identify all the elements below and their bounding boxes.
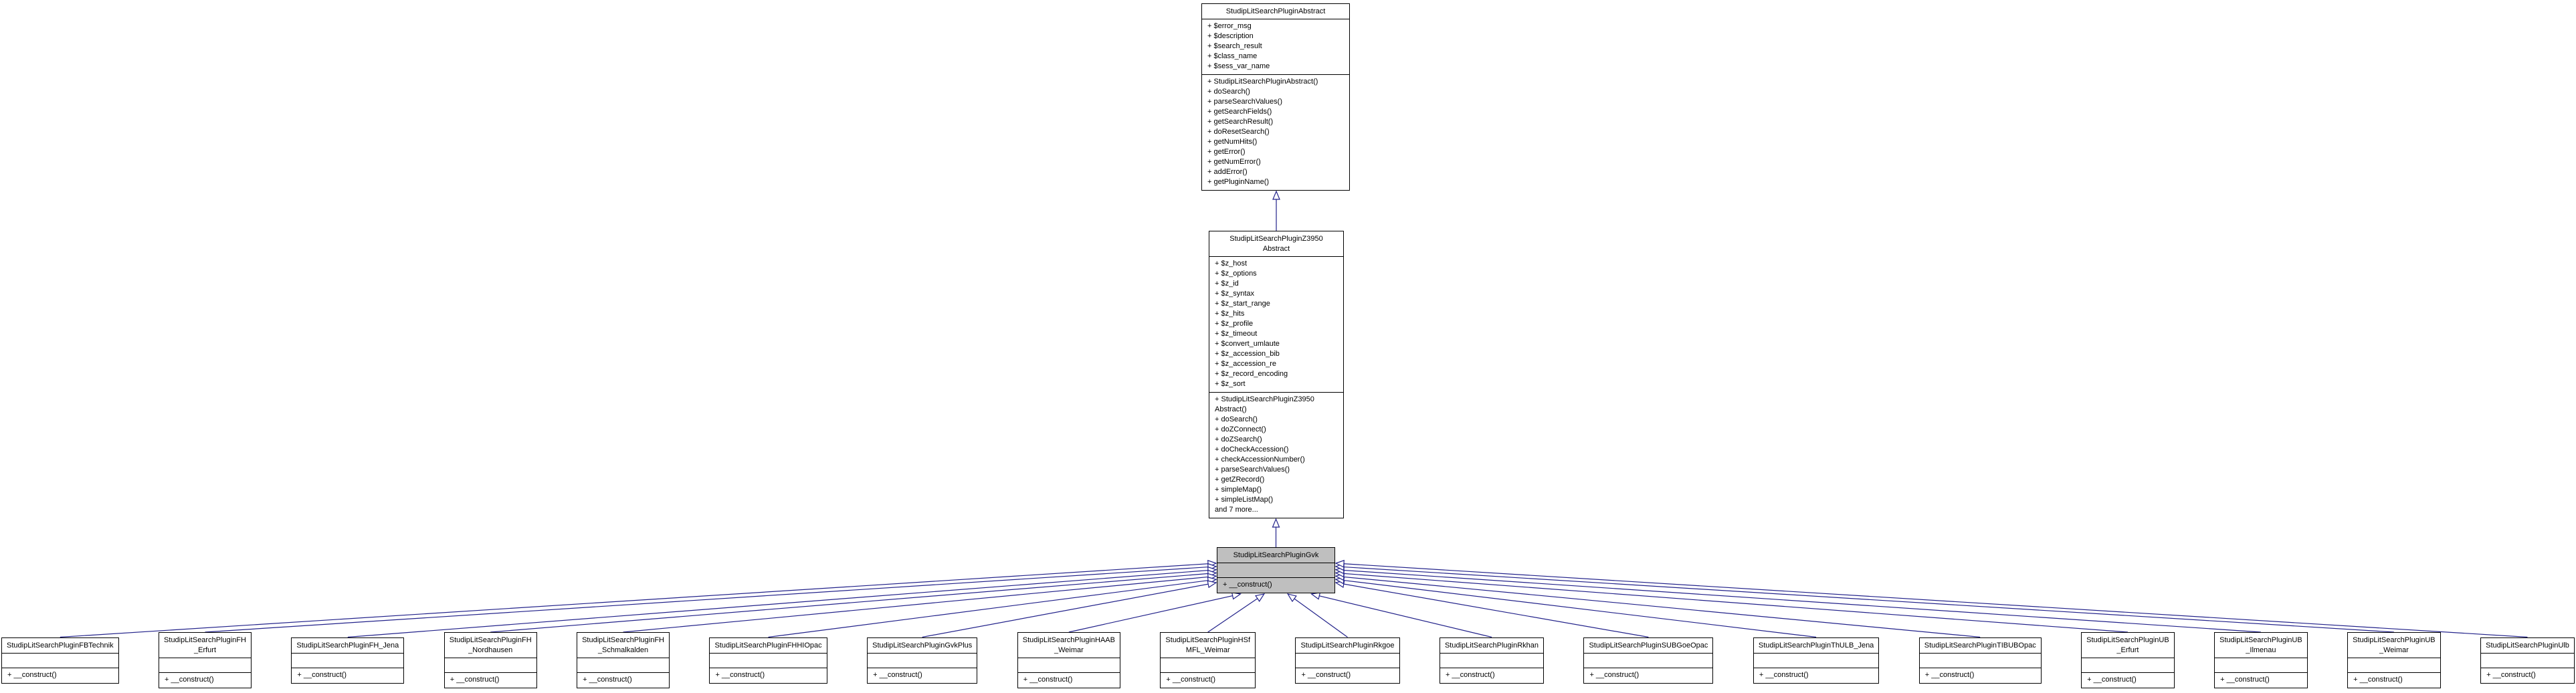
- class-title: StudipLitSearchPluginAbstract: [1225, 7, 1326, 15]
- class-title: StudipLitSearchPluginTIBUBOpac: [1924, 641, 2036, 650]
- class-attributes-empty: [2, 652, 118, 668]
- class-title: StudipLitSearchPluginThULB_Jena: [1758, 641, 1874, 650]
- class-methods: + __construct(): [1753, 667, 1879, 683]
- class-title: StudipLitSearchPluginUlb: [2486, 641, 2569, 650]
- class-title: StudipLitSearchPluginGvkPlus: [872, 641, 973, 650]
- class-attributes-empty: [159, 658, 251, 672]
- class-title: StudipLitSearchPluginRkhan: [1444, 641, 1539, 650]
- class-box-derived-7[interactable]: StudipLitSearchPluginHAAB _Weimar + __co…: [1017, 632, 1120, 688]
- class-title: StudipLitSearchPluginUB _Ilmenau: [2219, 636, 2302, 654]
- class-methods: + __construct(): [1217, 577, 1334, 593]
- class-methods: + __construct(): [1919, 667, 2041, 683]
- class-methods: + __construct(): [2215, 672, 2307, 688]
- class-attributes-empty: [2481, 652, 2574, 668]
- class-methods: + __construct(): [868, 667, 977, 683]
- class-box-derived-2[interactable]: StudipLitSearchPluginFH_Jena + __constru…: [291, 637, 405, 684]
- class-attributes-empty: [577, 658, 669, 672]
- class-box-derived-17[interactable]: StudipLitSearchPluginUlb + __construct(): [2480, 637, 2575, 684]
- class-methods: + __construct(): [444, 672, 536, 688]
- class-attributes-empty: [2082, 658, 2174, 672]
- class-methods: + __construct(): [1440, 667, 1543, 683]
- class-attributes-empty: [444, 658, 536, 672]
- class-title: StudipLitSearchPluginSUBGoeOpac: [1589, 641, 1708, 650]
- class-attributes-empty: [1919, 652, 2041, 668]
- class-title: StudipLitSearchPluginGvk: [1233, 551, 1319, 559]
- class-methods: + __construct(): [159, 672, 251, 688]
- class-methods: + __construct(): [1161, 672, 1255, 688]
- class-box-derived-13[interactable]: StudipLitSearchPluginTIBUBOpac + __const…: [1918, 637, 2042, 684]
- class-methods: + __construct(): [710, 667, 827, 683]
- class-attributes-empty: [292, 652, 404, 668]
- class-box-derived-3[interactable]: StudipLitSearchPluginFH _Nordhausen + __…: [443, 632, 537, 688]
- class-title: StudipLitSearchPluginFH _Erfurt: [164, 636, 246, 654]
- class-box-derived-10[interactable]: StudipLitSearchPluginRkhan + __construct…: [1439, 637, 1544, 684]
- class-box-derived-8[interactable]: StudipLitSearchPluginHSf MFL_Weimar + __…: [1160, 632, 1256, 688]
- class-methods: + __construct(): [577, 672, 669, 688]
- class-box-gvk[interactable]: StudipLitSearchPluginGvk + __construct(): [1217, 547, 1335, 593]
- class-methods: + __construct(): [2, 667, 118, 683]
- class-box-derived-12[interactable]: StudipLitSearchPluginThULB_Jena + __cons…: [1753, 637, 1880, 684]
- class-box-derived-14[interactable]: StudipLitSearchPluginUB _Erfurt + __cons…: [2081, 632, 2175, 688]
- class-title: StudipLitSearchPluginUB _Weimar: [2353, 636, 2436, 654]
- derived-classes-row: StudipLitSearchPluginFBTechnik + __const…: [1, 631, 2575, 689]
- class-title: StudipLitSearchPluginHAAB _Weimar: [1022, 636, 1115, 654]
- class-box-z3950[interactable]: StudipLitSearchPluginZ3950 Abstract + $z…: [1209, 231, 1344, 518]
- class-attributes: + $z_host + $z_options + $z_id + $z_synt…: [1209, 256, 1343, 392]
- class-box-derived-9[interactable]: StudipLitSearchPluginRkgoe + __construct…: [1295, 637, 1400, 684]
- class-box-derived-15[interactable]: StudipLitSearchPluginUB _Ilmenau + __con…: [2214, 632, 2308, 688]
- class-title: StudipLitSearchPluginFBTechnik: [7, 641, 114, 650]
- class-box-derived-6[interactable]: StudipLitSearchPluginGvkPlus + __constru…: [867, 637, 978, 684]
- class-attributes-empty: [1217, 563, 1334, 577]
- class-box-derived-16[interactable]: StudipLitSearchPluginUB _Weimar + __cons…: [2347, 632, 2441, 688]
- class-box-derived-4[interactable]: StudipLitSearchPluginFH _Schmalkalden + …: [577, 632, 670, 688]
- class-methods: + StudipLitSearchPluginAbstract() + doSe…: [1202, 74, 1349, 190]
- class-attributes-empty: [2215, 658, 2307, 672]
- class-title: StudipLitSearchPluginZ3950 Abstract: [1229, 235, 1323, 253]
- class-title: StudipLitSearchPluginRkgoe: [1300, 641, 1395, 650]
- class-box-derived-11[interactable]: StudipLitSearchPluginSUBGoeOpac + __cons…: [1583, 637, 1714, 684]
- class-title: StudipLitSearchPluginFHHIOpac: [714, 641, 822, 650]
- class-title: StudipLitSearchPluginUB _Erfurt: [2086, 636, 2169, 654]
- class-methods: + __construct(): [292, 667, 404, 683]
- class-attributes: + $error_msg + $description + $search_re…: [1202, 19, 1349, 74]
- class-attributes-empty: [868, 652, 977, 668]
- class-title: StudipLitSearchPluginFH _Schmalkalden: [582, 636, 664, 654]
- class-methods: + StudipLitSearchPluginZ3950 Abstract() …: [1209, 392, 1343, 518]
- class-methods: + __construct(): [2348, 672, 2440, 688]
- class-attributes-empty: [1017, 658, 1120, 672]
- class-attributes-empty: [2348, 658, 2440, 672]
- class-methods: + __construct(): [2082, 672, 2174, 688]
- class-methods: + __construct(): [1584, 667, 1713, 683]
- class-box-derived-1[interactable]: StudipLitSearchPluginFH _Erfurt + __cons…: [159, 632, 252, 688]
- class-attributes-empty: [1161, 658, 1255, 672]
- class-box-derived-0[interactable]: StudipLitSearchPluginFBTechnik + __const…: [1, 637, 119, 684]
- class-attributes-empty: [1584, 652, 1713, 668]
- class-box-abstract[interactable]: StudipLitSearchPluginAbstract + $error_m…: [1201, 3, 1350, 191]
- class-methods: + __construct(): [2481, 667, 2574, 683]
- class-box-derived-5[interactable]: StudipLitSearchPluginFHHIOpac + __constr…: [709, 637, 827, 684]
- class-title: StudipLitSearchPluginHSf MFL_Weimar: [1165, 636, 1250, 654]
- class-attributes-empty: [1753, 652, 1879, 668]
- class-attributes-empty: [1296, 652, 1399, 668]
- class-methods: + __construct(): [1017, 672, 1120, 688]
- class-attributes-empty: [710, 652, 827, 668]
- class-attributes-empty: [1440, 652, 1543, 668]
- class-methods: + __construct(): [1296, 667, 1399, 683]
- class-title: StudipLitSearchPluginFH _Nordhausen: [449, 636, 532, 654]
- class-title: StudipLitSearchPluginFH_Jena: [296, 641, 399, 650]
